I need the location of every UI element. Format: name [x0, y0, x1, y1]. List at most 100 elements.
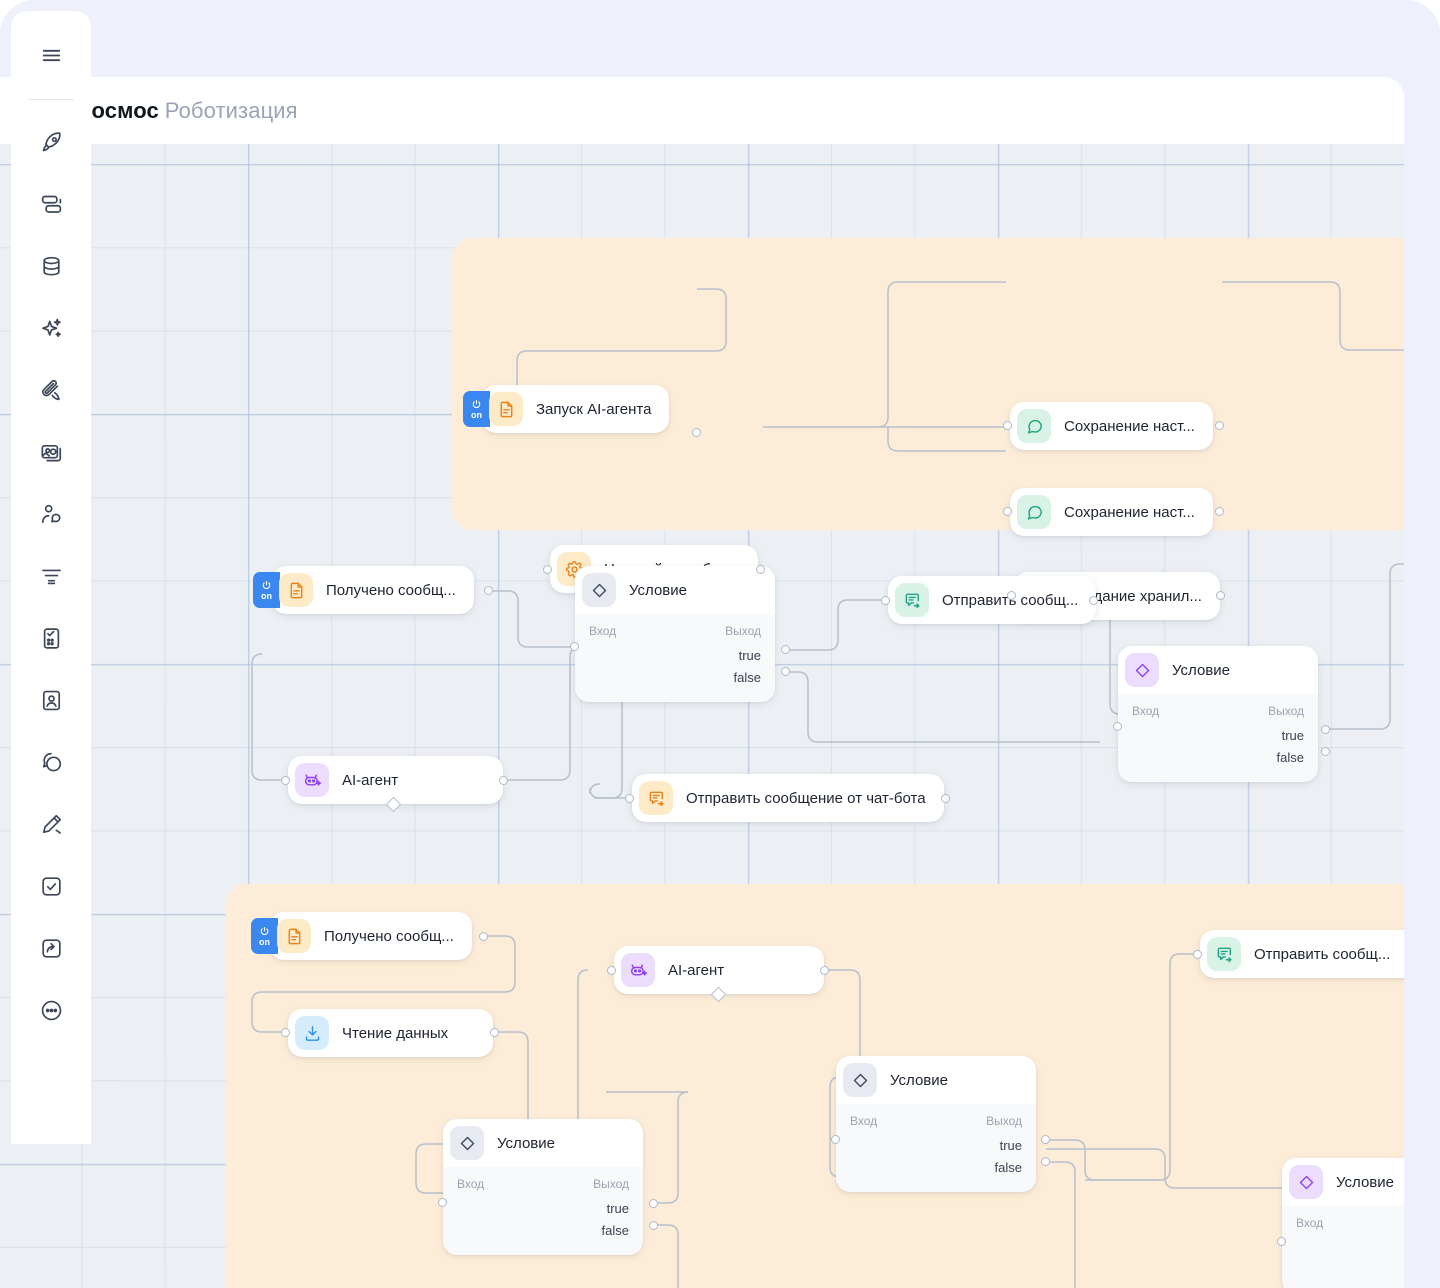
person-chat-icon [39, 502, 64, 527]
port-in[interactable] [1007, 591, 1016, 600]
port-in[interactable] [281, 776, 290, 785]
sidebar-item-ai-magic[interactable] [29, 306, 73, 350]
node-polucheno-soobschenie-1[interactable]: on Получено сообщ... [253, 566, 474, 614]
document-icon [489, 392, 523, 426]
node-sohranenie-nastroek-2[interactable]: Сохранение наст... [1010, 488, 1213, 536]
port-in[interactable] [281, 1028, 290, 1037]
port-out[interactable] [820, 966, 829, 975]
node-condition-5[interactable]: Условие Вход [1282, 1158, 1404, 1288]
port-in[interactable] [881, 596, 890, 605]
port-in[interactable] [1113, 722, 1122, 731]
port-in[interactable] [1003, 507, 1012, 516]
node-condition-2[interactable]: Условие Вход Выход true false [1118, 646, 1318, 782]
toggle-state-label: on [471, 409, 482, 420]
node-chtenie-dannyh[interactable]: Чтение данных [288, 1009, 493, 1057]
chat-bubbles-icon [39, 750, 64, 775]
power-toggle-badge[interactable]: on [253, 572, 280, 608]
group-frame-top[interactable] [452, 238, 1404, 530]
port-out-true[interactable] [781, 645, 790, 654]
port-out[interactable] [484, 586, 493, 595]
diamond-icon [1125, 653, 1159, 687]
sidebar-item-launch[interactable] [29, 120, 73, 164]
sidebar-item-share[interactable] [29, 926, 73, 970]
sidebar-item-profile-card[interactable] [29, 678, 73, 722]
port-out-false[interactable] [781, 667, 790, 676]
node-polucheno-soobschenie-2[interactable]: on Получено сообщ... [251, 912, 472, 960]
output-false-label: false [1276, 749, 1304, 765]
node-otpravit-soobschenie-chat-bota[interactable]: Отправить сообщение от чат-бота [632, 774, 944, 822]
node-label: Получено сообщ... [326, 581, 456, 599]
node-label: Условие [1172, 661, 1230, 679]
port-out[interactable] [756, 565, 765, 574]
power-toggle-badge[interactable]: on [251, 918, 278, 954]
sidebar-item-contacts[interactable] [29, 492, 73, 536]
share-arrow-icon [39, 936, 64, 961]
node-otpravit-soobschenie-1[interactable]: Отправить сообщ... [888, 576, 1097, 624]
photo-card-icon [39, 440, 64, 465]
node-ai-agent-2[interactable]: AI-агент [614, 946, 824, 994]
sidebar-item-integrations[interactable] [29, 182, 73, 226]
port-out[interactable] [1089, 596, 1098, 605]
port-in[interactable] [1003, 421, 1012, 430]
node-label: Условие [629, 581, 687, 599]
power-toggle-badge[interactable]: on [463, 391, 490, 427]
node-label: Запуск AI-агента [536, 400, 652, 418]
port-in[interactable] [570, 642, 579, 651]
node-condition-1[interactable]: Условие Вход Выход true false [575, 566, 775, 702]
input-label: Вход [589, 624, 617, 638]
sidebar-item-media[interactable] [29, 430, 73, 474]
node-zapusk-ai-agenta[interactable]: on Запуск AI-агента [463, 385, 670, 433]
port-in[interactable] [607, 966, 616, 975]
port-in[interactable] [438, 1198, 447, 1207]
port-out[interactable] [479, 932, 488, 941]
node-label: Условие [1336, 1173, 1394, 1191]
port-in[interactable] [831, 1135, 840, 1144]
sidebar-item-edit[interactable] [29, 802, 73, 846]
sidebar-item-more[interactable] [29, 988, 73, 1032]
port-in[interactable] [1277, 1237, 1286, 1246]
diamond-icon [843, 1063, 877, 1097]
sidebar-item-menu-toggle[interactable] [29, 33, 73, 77]
stack-icon [39, 192, 64, 217]
id-card-icon [39, 688, 64, 713]
sidebar-divider [28, 99, 74, 100]
port-out-true[interactable] [1041, 1135, 1050, 1144]
sidebar-item-checklist[interactable] [29, 616, 73, 660]
port-in[interactable] [543, 565, 552, 574]
node-otpravit-soobschenie-2[interactable]: Отправить сообщ... [1200, 930, 1404, 978]
port-out[interactable] [692, 428, 701, 437]
port-in[interactable] [1193, 950, 1202, 959]
sparkles-icon [39, 316, 64, 341]
port-out-false[interactable] [649, 1221, 658, 1230]
port-out[interactable] [490, 1028, 499, 1037]
sidebar-item-attachments[interactable] [29, 368, 73, 412]
sidebar-item-chats[interactable] [29, 740, 73, 784]
port-out[interactable] [499, 776, 508, 785]
output-label: Выход [986, 1114, 1022, 1128]
node-label: Сохранение наст... [1064, 503, 1195, 521]
sidebar-item-funnel[interactable] [29, 554, 73, 598]
node-condition-4[interactable]: Условие Вход Выход true false [836, 1056, 1036, 1192]
port-out-true[interactable] [649, 1199, 658, 1208]
workflow-canvas[interactable]: on Запуск AI-агента Настройка шабло... [0, 144, 1404, 1288]
node-label: AI-агент [342, 771, 399, 789]
output-label: Выход [725, 624, 761, 638]
node-condition-3[interactable]: Условие Вход Выход true false [443, 1119, 643, 1255]
port-out[interactable] [1215, 421, 1224, 430]
node-ai-agent-1[interactable]: AI-агент [288, 756, 503, 804]
diamond-icon [1289, 1165, 1323, 1199]
input-label: Вход [457, 1177, 485, 1191]
port-out[interactable] [941, 794, 950, 803]
document-icon [277, 919, 311, 953]
port-out-false[interactable] [1041, 1157, 1050, 1166]
port-out-false[interactable] [1321, 747, 1330, 756]
port-out[interactable] [1215, 507, 1224, 516]
port-out[interactable] [1216, 591, 1225, 600]
port-in[interactable] [625, 794, 634, 803]
port-out-true[interactable] [1321, 725, 1330, 734]
sidebar-item-tasks[interactable] [29, 864, 73, 908]
sidebar-item-database[interactable] [29, 244, 73, 288]
node-sohranenie-nastroek-1[interactable]: Сохранение наст... [1010, 402, 1213, 450]
